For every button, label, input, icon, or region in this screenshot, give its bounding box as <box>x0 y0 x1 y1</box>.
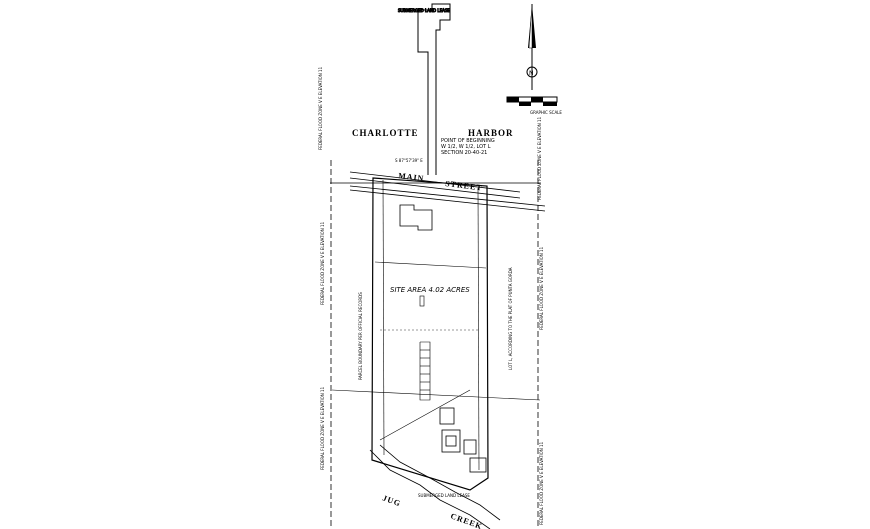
drainage-line <box>374 261 487 269</box>
svg-text:W 1/2, W 1/2, LOT L: W 1/2, W 1/2, LOT L <box>441 144 491 150</box>
svg-text:SECTION 20-40-21: SECTION 20-40-21 <box>441 150 487 156</box>
setback-line-right <box>477 187 480 471</box>
flood-zone-label-right-bottom: FEDERAL FLOOD ZONE V E ELEVATION 11 <box>539 441 544 525</box>
setback-line-left <box>382 179 385 456</box>
existing-building <box>399 204 433 231</box>
site-area-label: SITE AREA 4.02 ACRES <box>390 286 470 294</box>
flood-zone-label-right-top: FEDERAL FLOOD ZONE V E ELEVATION 11 <box>537 116 542 200</box>
right-side-note: LOT L, ACCORDING TO THE PLAT OF PUNTA GO… <box>508 267 513 370</box>
bottom-lease-label: SUBMERGED LAND LEASE <box>418 493 470 498</box>
property-boundary <box>371 177 489 491</box>
flood-zone-label-left-bottom: FEDERAL FLOOD ZONE V E ELEVATION 11 <box>320 386 325 470</box>
site-marker <box>419 295 425 307</box>
point-of-beginning-note: POINT OF BEGINNING W 1/2, W 1/2, LOT L S… <box>441 138 495 156</box>
svg-text:POINT OF BEGINNING: POINT OF BEGINNING <box>441 138 495 144</box>
creek-outline <box>369 444 501 529</box>
water-name-left: CHARLOTTE <box>352 128 419 138</box>
left-side-note: PARCEL BOUNDARY PER OFFICIAL RECORDS <box>358 292 363 380</box>
water-name-right: HARBOR <box>468 128 514 138</box>
top-lease-label: SUBMERGED LAND LEASE <box>398 8 450 13</box>
access-line <box>379 389 471 441</box>
parking-stalls <box>419 341 431 401</box>
flood-limit-line <box>331 389 541 401</box>
creek-name-left: JUG <box>381 493 402 508</box>
main-street <box>330 171 546 212</box>
north-arrow-icon: N <box>526 3 538 90</box>
dock-structure: SUBMERGED LAND LEASE <box>398 3 451 175</box>
flood-zone-label-left: FEDERAL FLOOD ZONE V E ELEVATION 11 <box>320 221 325 305</box>
scale-bar: GRAPHIC SCALE <box>506 96 562 115</box>
north-symbol: N <box>529 70 534 77</box>
flood-zone-label-right: FEDERAL FLOOD ZONE V E ELEVATION 11 <box>539 246 544 330</box>
bearing-label: S 87°57'39" E <box>395 158 423 163</box>
lower-structures <box>439 407 487 473</box>
creek-name-right: CREEK <box>449 511 484 529</box>
flood-zone-label-left-top: FEDERAL FLOOD ZONE V E ELEVATION 11 <box>318 66 323 150</box>
scale-caption: GRAPHIC SCALE <box>530 110 562 115</box>
